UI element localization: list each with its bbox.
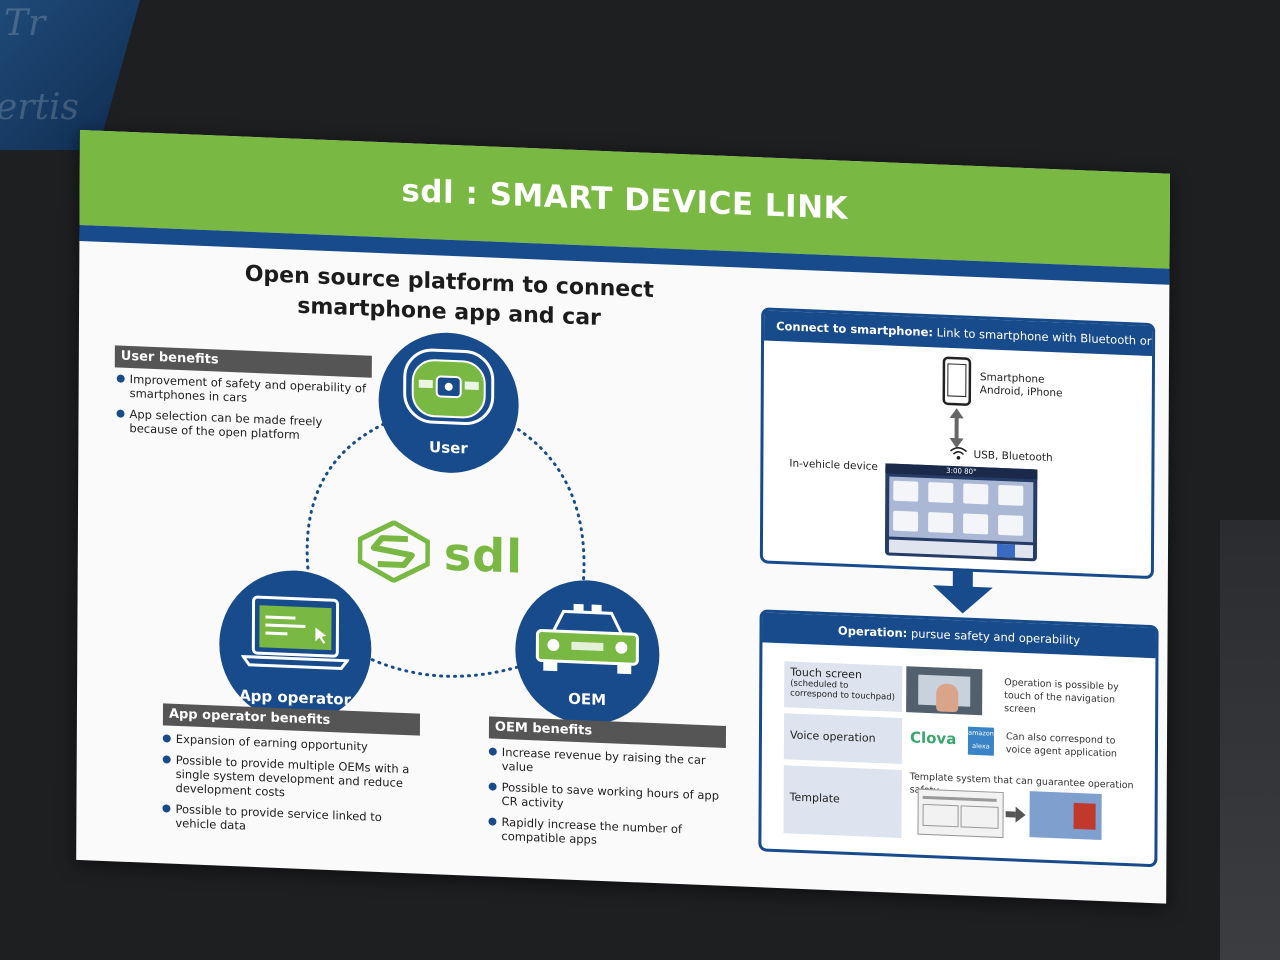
background-text-2: ertis: [0, 87, 79, 128]
smartphone-icon: [942, 356, 972, 406]
oem-label: OEM: [568, 689, 607, 710]
dock-bar: [888, 539, 1034, 559]
bullet-icon: [162, 755, 171, 764]
touch-screen-sub: (scheduled to correspond to touchpad): [790, 678, 896, 703]
status-time: 3:00: [946, 466, 962, 476]
bullet-icon: [488, 817, 497, 826]
list-item: Possible to save working hours of app CR…: [488, 779, 729, 817]
link-text: USB, Bluetooth: [973, 448, 1053, 465]
dock-active-tab[interactable]: [996, 543, 1016, 558]
poster: sdl : SMART DEVICE LINK Open source plat…: [76, 130, 1170, 904]
smartphone-text: Smartphone Android, iPhone: [980, 371, 1063, 400]
bullet-icon: [162, 804, 171, 813]
oem-benefits-list: Increase revenue by raising the car valu…: [488, 744, 729, 859]
operation-head-bold: Operation:: [837, 623, 908, 641]
status-temp: 80°: [964, 467, 977, 477]
template-cell: Template: [783, 765, 902, 838]
voice-operation-label: Voice operation: [789, 728, 876, 745]
sdl-logo: sdl: [357, 519, 524, 588]
app-grid: [889, 476, 1034, 543]
list-item: Possible to provide multiple OEMs with a…: [162, 752, 413, 804]
in-vehicle-label: In-vehicle device: [789, 457, 878, 474]
template-result-screen: [1029, 791, 1102, 841]
app-tile[interactable]: [928, 512, 954, 534]
oem-benefit-3: Rapidly increase the number of compatibl…: [501, 814, 683, 847]
alexa-logo-top: amazon: [968, 728, 994, 738]
bullet-icon: [488, 747, 497, 756]
smartphone-line-2: Android, iPhone: [979, 384, 1063, 400]
app-tile[interactable]: [998, 514, 1024, 536]
app-operator-benefit-2: Possible to provide multiple OEMs with a…: [175, 752, 410, 800]
list-item: Possible to provide service linked to ve…: [162, 801, 412, 839]
user-label: User: [429, 438, 468, 458]
voice-operation-note: Can also correspond to voice agent appli…: [1005, 731, 1117, 760]
alexa-logo: amazon alexa: [967, 726, 995, 756]
bullet-icon: [162, 734, 171, 743]
oem-benefit-2: Possible to save working hours of app CR…: [501, 779, 720, 811]
hand-icon: [936, 683, 959, 713]
car-icon: [535, 603, 639, 675]
connect-box: Connect to smartphone: Link to smartphon…: [759, 307, 1156, 580]
user-circle: User: [378, 330, 520, 476]
app-operator-label: App operator: [239, 686, 352, 709]
background-text-1: Tr: [4, 3, 46, 44]
result-image: [1073, 802, 1096, 830]
operation-head-rest: pursue safety and operability: [907, 626, 1081, 648]
touch-screen-cell: Touch screen (scheduled to correspond to…: [784, 661, 903, 713]
wireframe-box: [960, 805, 999, 829]
steering-wheel-icon: [403, 348, 495, 425]
clova-logo: Clova: [909, 728, 957, 749]
list-item: Rapidly increase the number of compatibl…: [488, 814, 728, 852]
sdl-mark-icon: [357, 519, 431, 584]
app-tile[interactable]: [893, 510, 919, 532]
operation-box: Operation: pursue safety and operability…: [758, 609, 1159, 868]
oem-circle: OEM: [514, 577, 660, 728]
app-tile[interactable]: [893, 480, 919, 502]
app-operator-benefits-list: Expansion of earning opportunity Possibl…: [162, 731, 413, 846]
right-arrow-icon: [1005, 806, 1026, 823]
in-vehicle-screen: 3:00 80°: [884, 463, 1038, 562]
sdl-logo-text: sdl: [443, 526, 524, 584]
bullet-icon: [488, 782, 497, 791]
template-label: Template: [789, 790, 840, 806]
wireframe-line: [922, 795, 997, 802]
app-tile[interactable]: [963, 483, 989, 505]
touch-screen-photo: [906, 666, 983, 716]
double-arrow-icon: [949, 408, 964, 449]
background-banner: Tr ertis: [0, 0, 140, 150]
connector-dots: [305, 422, 586, 678]
app-tile[interactable]: [998, 484, 1024, 506]
app-operator-benefit-3: Possible to provide service linked to ve…: [175, 801, 382, 833]
app-tile[interactable]: [963, 513, 989, 535]
connect-head-bold: Connect to smartphone:: [776, 318, 934, 340]
alexa-logo-bottom: alexa: [972, 741, 990, 751]
background-wall: [1220, 520, 1280, 960]
operation-box-header: Operation: pursue safety and operability: [762, 612, 1156, 659]
down-arrow-icon: [932, 568, 993, 614]
touch-screen-note: Operation is possible by touch of the na…: [1004, 677, 1119, 716]
voice-operation-cell: Voice operation: [783, 713, 903, 765]
laptop-icon: [241, 595, 350, 671]
app-operator-circle: App operator: [218, 567, 372, 726]
template-wireframe: [917, 788, 1004, 839]
wifi-icon: [949, 446, 968, 460]
app-tile[interactable]: [928, 482, 954, 504]
wireframe-box: [922, 803, 959, 828]
connect-box-header: Connect to smartphone: Link to smartphon…: [764, 310, 1153, 364]
